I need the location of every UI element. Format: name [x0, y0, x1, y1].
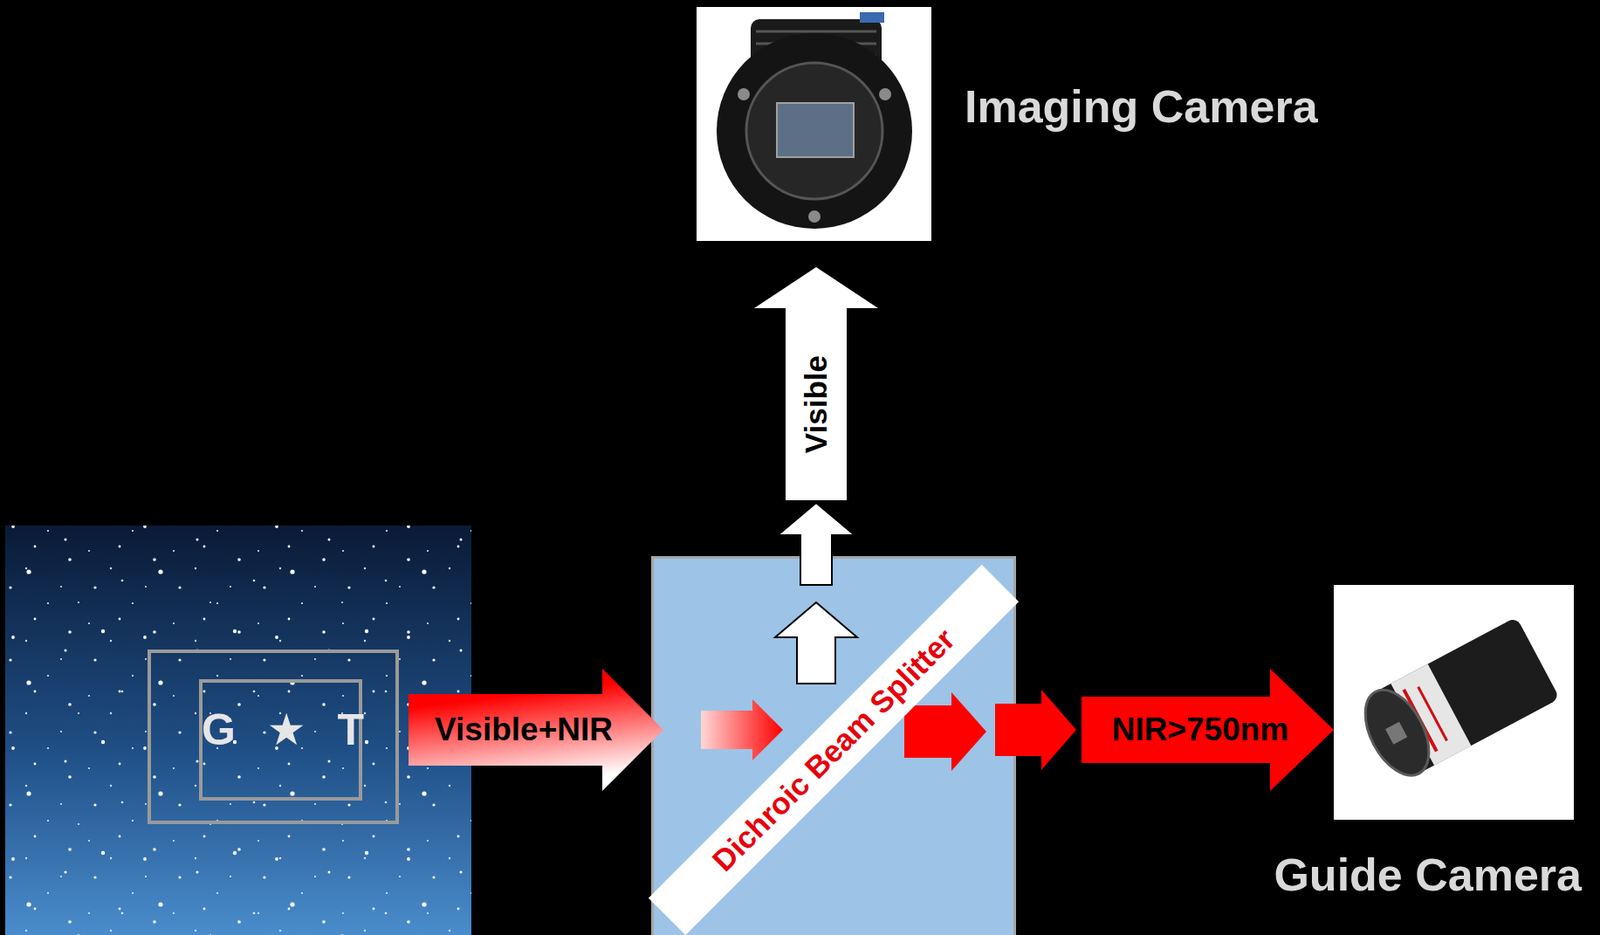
camera-logo	[859, 12, 885, 23]
camera-mount	[746, 62, 883, 200]
screw	[737, 88, 750, 101]
field-frame	[149, 651, 398, 823]
arrow-shape	[1081, 668, 1334, 791]
beam-label: NIR>750nm	[1112, 711, 1290, 749]
light-arrow	[700, 699, 783, 761]
camera-label: Guide Camera	[1273, 849, 1582, 902]
star-field	[5, 525, 472, 935]
star-field: G ★ T	[5, 525, 472, 935]
beam-label: Visible+NIR	[434, 711, 613, 749]
star-letters: G ★ T	[201, 705, 364, 756]
arrow-shape	[777, 502, 855, 585]
screw	[808, 210, 821, 223]
camera-label: Imaging Camera	[964, 81, 1319, 134]
stars	[5, 525, 472, 935]
fin-line	[755, 30, 877, 34]
arrow-shape	[408, 668, 664, 791]
camera-port	[1385, 721, 1408, 745]
light-arrow	[775, 602, 858, 684]
splitter-band: Dichroic Beam Splitter	[648, 564, 1019, 935]
arrow-shape	[995, 689, 1077, 770]
guide-camera-drawing	[1352, 617, 1560, 787]
camera-photo	[1333, 584, 1574, 820]
beam-label: Visible	[798, 355, 834, 454]
block-arrow	[754, 267, 879, 585]
block-arrow	[408, 668, 664, 791]
block-arrow	[995, 668, 1334, 791]
splitter-label: Dichroic Beam Splitter	[705, 621, 962, 879]
camera-body	[716, 33, 913, 229]
light-arrow	[904, 692, 987, 771]
guide-camera: Guide Camera	[1333, 584, 1574, 820]
imaging-camera: Imaging Camera	[696, 6, 932, 241]
camera-photo	[696, 6, 932, 241]
camera-face	[1352, 679, 1443, 786]
stars	[5, 525, 472, 935]
screw	[878, 88, 892, 101]
arrow-shape	[754, 267, 879, 501]
beam-splitter-box: Dichroic Beam Splitter	[651, 556, 1017, 935]
camera-sensor	[776, 103, 854, 158]
